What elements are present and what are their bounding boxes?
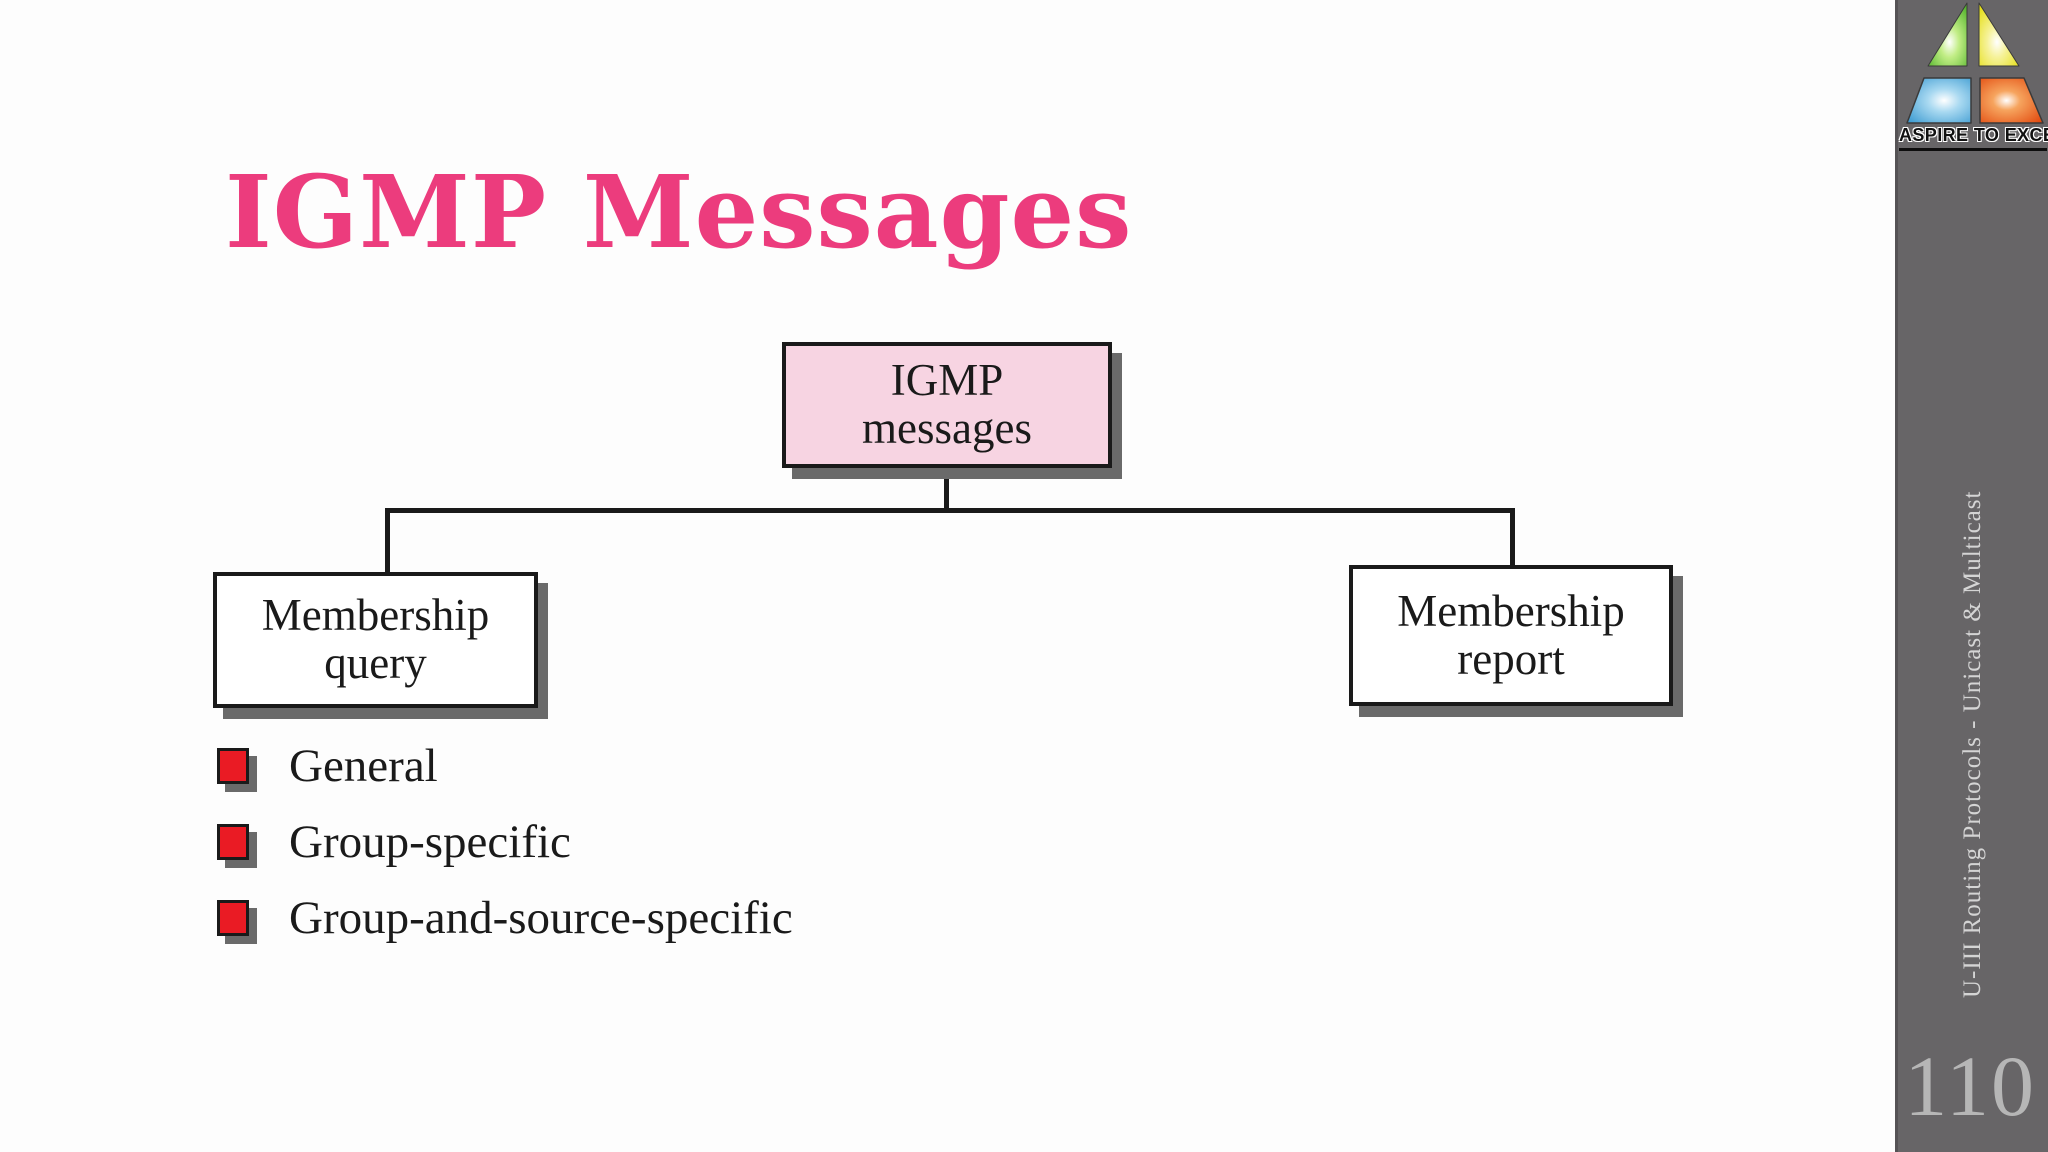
logo-caption: ASPIRE TO EXCEL bbox=[1899, 125, 2048, 151]
aspire-pyramid-logo: ASPIRE TO EXCEL bbox=[1898, 0, 2048, 155]
node-text-line: Membership bbox=[261, 590, 490, 641]
connector-left-drop bbox=[385, 508, 390, 574]
sidebar: ASPIRE TO EXCEL U-III Routing Protocols … bbox=[1895, 0, 2048, 1152]
sidebar-vertical-label: U-III Routing Protocols - Unicast & Mult… bbox=[1959, 490, 1986, 998]
red-square-bullet-icon bbox=[217, 748, 249, 784]
list-item: Group-and-source-specific bbox=[217, 880, 793, 956]
node-text-line: messages bbox=[862, 403, 1032, 453]
bullet-label: General bbox=[289, 739, 438, 792]
red-square-bullet-icon bbox=[217, 900, 249, 936]
list-item: General bbox=[217, 728, 793, 804]
connector-horizontal bbox=[385, 508, 1515, 513]
node-text-line: report bbox=[1457, 633, 1565, 684]
node-text-line: query bbox=[324, 638, 427, 688]
bullet-list: General Group-specific Group-and-source-… bbox=[217, 728, 793, 956]
diagram-node-membership-report: Membership report bbox=[1349, 565, 1673, 706]
page-number: 110 bbox=[1904, 1038, 2036, 1134]
node-text-line: Membership bbox=[1397, 585, 1625, 636]
bullet-label: Group-and-source-specific bbox=[289, 891, 793, 944]
connector-root-stem bbox=[944, 466, 949, 513]
connector-right-drop bbox=[1510, 508, 1515, 567]
slide-title: IGMP Messages bbox=[225, 153, 1133, 271]
list-item: Group-specific bbox=[217, 804, 793, 880]
red-square-bullet-icon bbox=[217, 824, 249, 860]
node-text-line: IGMP bbox=[890, 355, 1004, 406]
pyramid-logo-icon bbox=[1906, 2, 2044, 124]
bullet-label: Group-specific bbox=[289, 815, 571, 868]
diagram-node-igmp-messages: IGMP messages bbox=[782, 342, 1112, 468]
diagram-node-membership-query: Membership query bbox=[213, 572, 538, 708]
